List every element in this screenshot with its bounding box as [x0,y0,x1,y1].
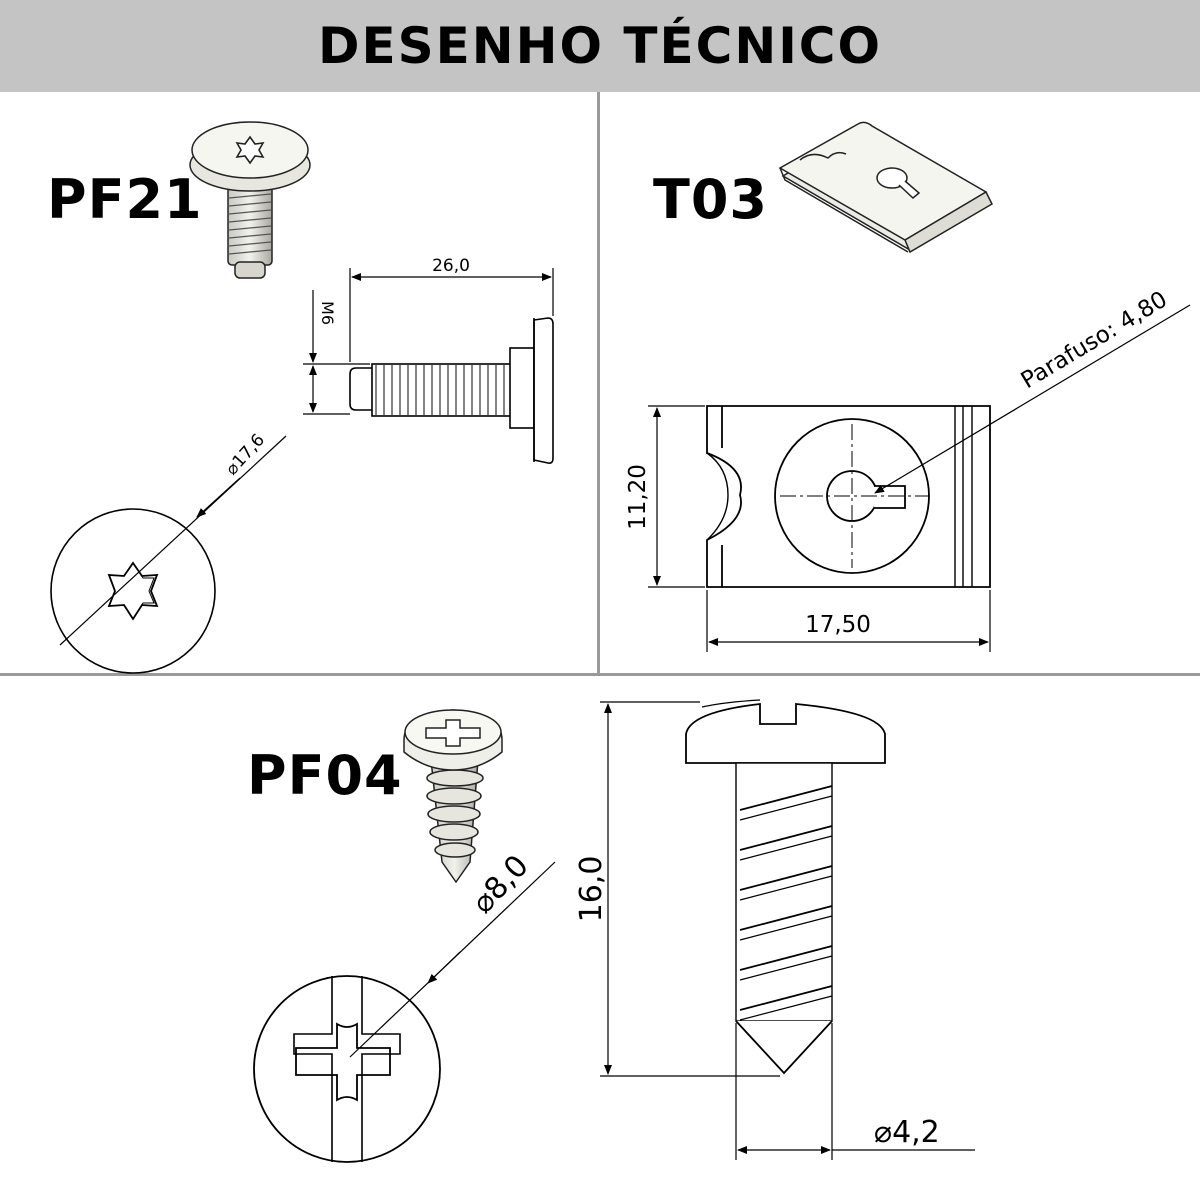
pf04-shank-label: ⌀4,2 [874,1115,940,1150]
t03-height-label: 11,20 [625,464,651,530]
t03-front-view [706,405,991,588]
pf21-thread-label: M6 [318,301,337,325]
t03-screw-label: Parafuso: 4,80 [1017,287,1172,395]
phillips-cross-icon [295,1022,391,1102]
pf21-diameter-label: ⌀17,6 [222,430,269,479]
pf04-diameter-label: ⌀8,0 [465,848,535,920]
vertical-divider [597,92,600,674]
torx-star-icon [235,135,265,165]
t03-label: T03 [653,168,768,231]
pf21-front-view [50,508,216,674]
pf21-length-label: 26,0 [432,256,470,276]
page-title: DESENHO TÉCNICO [317,17,883,75]
pf21-label: PF21 [47,168,203,231]
phillips-cross-icon [425,719,481,747]
pf04-screw-illustration [403,709,503,884]
pf04-front-view [253,975,441,1163]
horizontal-divider [0,673,1200,676]
t03-width-label: 17,50 [805,612,871,638]
pf04-side-view [685,699,886,1075]
pf21-thread-dimension [303,290,370,415]
t03-screw-leader [874,304,1191,494]
pf04-label: PF04 [247,744,403,807]
torx-star-icon [107,561,159,621]
pf21-diameter-leader [59,435,287,646]
pf21-screw-illustration [189,121,311,279]
pf04-length-label: 16,0 [574,856,609,923]
t03-clip-illustration [778,121,993,254]
pf21-length-dimension [349,268,554,362]
header-bar: DESENHO TÉCNICO [0,0,1200,92]
pf21-side-view [349,317,554,464]
